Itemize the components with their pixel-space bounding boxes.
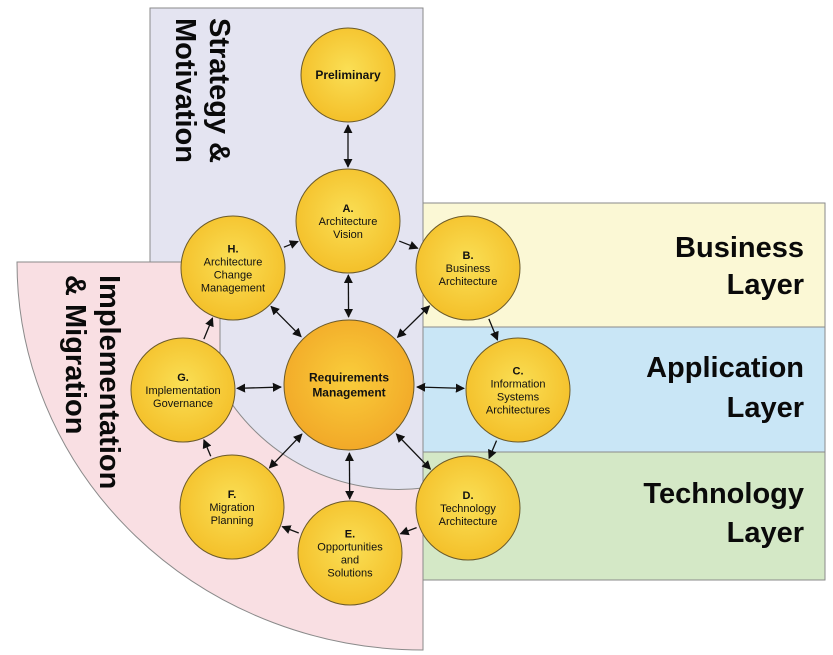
phase-label: Implementation: [145, 385, 220, 397]
phase-label: Governance: [153, 398, 213, 410]
phase-label: Business: [446, 263, 491, 275]
arrow-requirements-c: [416, 382, 465, 393]
phase-circle[interactable]: [297, 500, 403, 606]
phase-letter: G.: [177, 372, 189, 384]
svg-text:Technology: Technology: [643, 478, 804, 510]
svg-text:Layer: Layer: [727, 517, 804, 549]
phase-letter: A.: [343, 203, 354, 215]
application-layer-title: Application Layer: [646, 352, 804, 424]
phase-circle[interactable]: [415, 215, 521, 321]
svg-text:Business: Business: [675, 232, 804, 264]
phase-circle[interactable]: [295, 168, 401, 274]
phase-circle[interactable]: [300, 27, 396, 123]
phase-label: Architecture: [319, 216, 378, 228]
technology-layer-title: Technology Layer: [643, 478, 804, 549]
phase-letter: H.: [228, 244, 239, 256]
phase-label: Technology: [440, 503, 496, 515]
arrow-requirements-d: [395, 433, 432, 470]
phase-label: and: [341, 555, 359, 567]
svg-text:Strategy &: Strategy &: [203, 18, 235, 163]
phase-label: Management: [312, 386, 385, 400]
phase-label: Architecture: [439, 276, 498, 288]
svg-text:Implementation: Implementation: [93, 275, 125, 489]
strategy-motivation-title: Strategy & Motivation: [169, 18, 235, 163]
phase-letter: D.: [463, 490, 474, 502]
phase-circle[interactable]: [130, 337, 236, 443]
phase-label: Architecture: [439, 516, 498, 528]
arrow-requirements-f: [268, 433, 303, 469]
phase-letter: F.: [228, 489, 237, 501]
arrow-a-b: [398, 240, 419, 250]
phase-label: Migration: [209, 502, 254, 514]
phase-label: Solutions: [327, 568, 373, 580]
phase-label: Management: [201, 283, 265, 295]
arrow-d-e: [399, 526, 417, 536]
phase-label: Architectures: [486, 405, 551, 417]
arrow-f-g: [202, 438, 212, 457]
phase-circle[interactable]: [415, 455, 521, 561]
phase-label: Change: [214, 270, 253, 282]
phase-label: Opportunities: [317, 542, 383, 554]
phase-label: Vision: [333, 229, 363, 241]
phase-label: Planning: [211, 515, 254, 527]
arrow-b-c: [488, 318, 499, 341]
phase-preliminary[interactable]: Preliminary: [300, 27, 396, 123]
phase-letter: E.: [345, 529, 355, 541]
phase-letter: B.: [463, 250, 474, 262]
phase-label: Preliminary: [315, 68, 381, 82]
arrow-g-h: [203, 317, 214, 340]
arrow-e-f: [281, 525, 299, 534]
business-layer-title: Business Layer: [675, 232, 804, 301]
phase-circle[interactable]: [465, 337, 571, 443]
arrow-c-d: [488, 440, 498, 460]
svg-text:Motivation: Motivation: [169, 18, 201, 163]
arrow-requirements-g: [236, 382, 282, 393]
phase-circle[interactable]: [283, 319, 415, 451]
connector-arrows: [202, 124, 499, 536]
implementation-migration-title: Implementation & Migration: [59, 275, 125, 489]
phase-nodes: PreliminaryA.ArchitectureVisionB.Busines…: [130, 27, 571, 606]
svg-text:& Migration: & Migration: [59, 275, 91, 435]
svg-text:Layer: Layer: [727, 392, 804, 424]
arrow-requirements-b: [396, 305, 431, 338]
svg-text:Application: Application: [646, 352, 804, 384]
svg-text:Layer: Layer: [727, 269, 804, 301]
phase-circle[interactable]: [179, 454, 285, 560]
phase-circle[interactable]: [180, 215, 286, 321]
phase-label: Systems: [497, 392, 540, 404]
phase-label: Architecture: [204, 257, 263, 269]
phase-label: Information: [490, 379, 545, 391]
arrow-requirements-h: [270, 305, 302, 338]
arrow-h-a: [283, 240, 299, 249]
phase-label: Requirements: [309, 371, 389, 385]
phase-letter: C.: [513, 366, 524, 378]
